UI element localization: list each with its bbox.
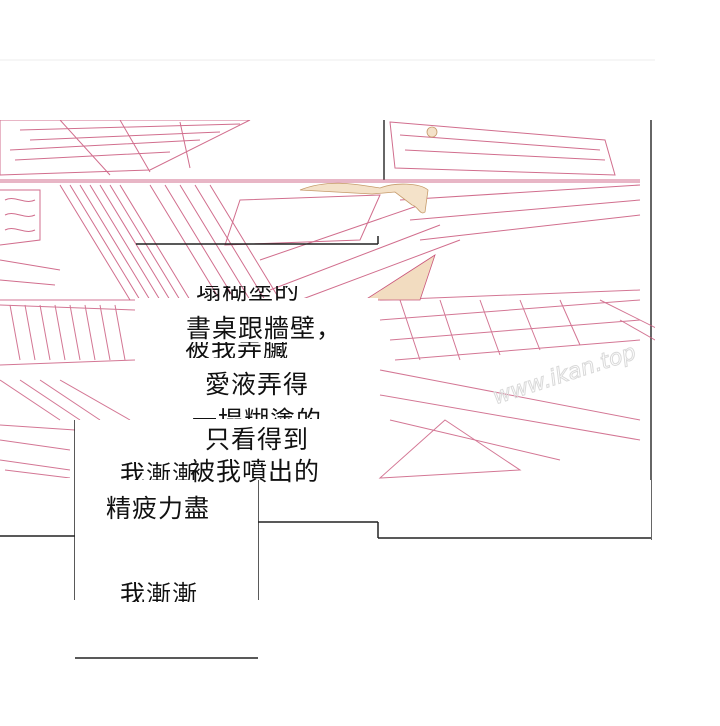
caption-line-6: 我漸漸 <box>120 580 199 602</box>
caption-line-2: 愛液弄得 <box>205 370 310 399</box>
top-right-panel <box>383 120 652 540</box>
caption-line-1: 書桌跟牆壁， <box>186 314 343 343</box>
caption-line-5: 精疲力盡 <box>106 494 211 523</box>
partial-line-mid: 被我弄臟 <box>185 342 290 358</box>
partial-line-left: 我漸漸 <box>120 462 199 480</box>
fluid-splash <box>299 182 429 214</box>
caption-box-lower <box>75 420 258 522</box>
caption-line-3: 只看得到 <box>205 425 310 454</box>
partial-line-lower: 一塌糊塗的 <box>192 403 322 419</box>
room-sketch-lower <box>0 289 701 479</box>
skin-patch <box>363 254 436 301</box>
caption-line-4: 被我噴出的 <box>190 457 321 486</box>
bookshelf-sketch <box>0 119 641 301</box>
partial-line-top: 塌糊塗的 <box>196 286 301 305</box>
caption-box-bottom <box>75 522 258 602</box>
